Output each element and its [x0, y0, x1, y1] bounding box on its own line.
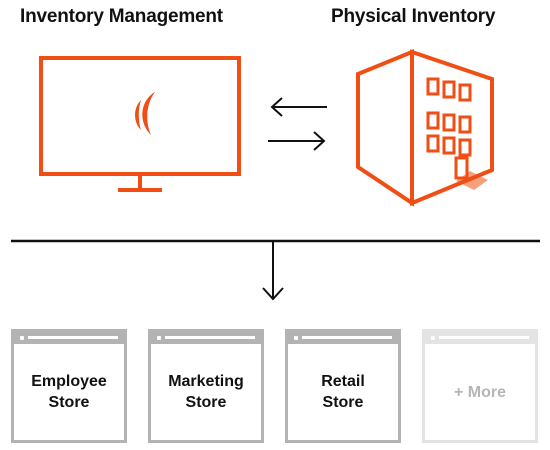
store-card-label-wrap: Marketing Store	[151, 344, 261, 440]
down-arrow-icon	[262, 241, 284, 301]
window-titlebar	[14, 332, 124, 344]
store-card: + More	[422, 329, 538, 443]
window-titlebar	[288, 332, 398, 344]
store-card: Marketing Store	[148, 329, 264, 443]
window-dot-icon	[157, 336, 161, 340]
address-bar	[439, 336, 529, 339]
inventory-management-heading: Inventory Management	[20, 6, 223, 27]
store-card-label: Retail Store	[321, 373, 365, 411]
physical-inventory-heading: Physical Inventory	[331, 6, 496, 27]
address-bar	[28, 336, 118, 339]
store-card: Employee Store	[11, 329, 127, 443]
store-card-label-wrap: + More	[425, 344, 535, 440]
store-card: Retail Store	[285, 329, 401, 443]
store-card-label-wrap: Retail Store	[288, 344, 398, 440]
logo-mark-icon	[135, 92, 155, 135]
store-card-label: Marketing Store	[168, 373, 244, 411]
sync-arrows-icon	[268, 97, 327, 151]
window-dot-icon	[20, 336, 24, 340]
store-card-label: + More	[453, 383, 506, 401]
window-titlebar	[151, 332, 261, 344]
address-bar	[302, 336, 392, 339]
window-titlebar	[425, 332, 535, 344]
building-icon	[356, 49, 494, 207]
store-card-label-wrap: Employee Store	[14, 344, 124, 440]
window-dot-icon	[431, 336, 435, 340]
monitor-icon	[39, 56, 241, 192]
window-dot-icon	[294, 336, 298, 340]
address-bar	[165, 336, 255, 339]
store-card-label: Employee Store	[31, 373, 107, 411]
